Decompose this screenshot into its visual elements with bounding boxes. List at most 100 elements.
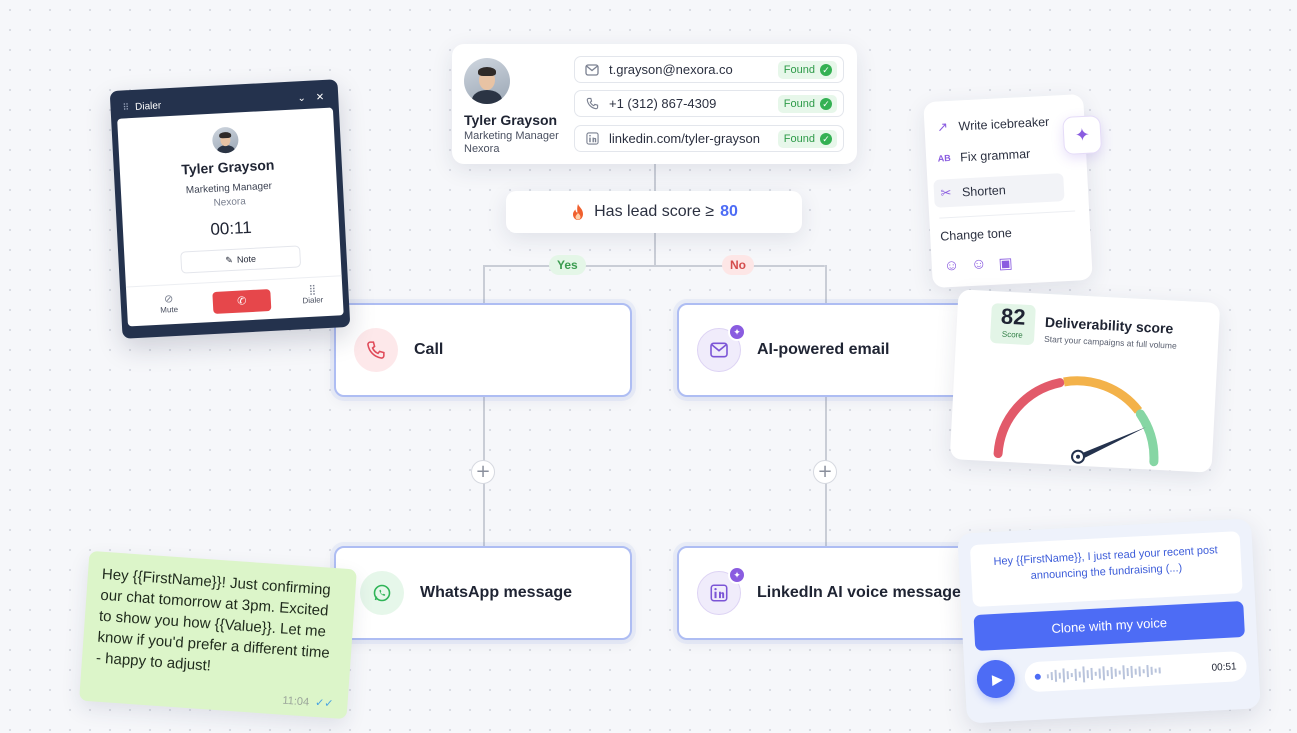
dialer-widget: ⠿ Dialer ⌄ ✕ Tyler Grayson Marketing Man… (109, 79, 351, 339)
dialer-title: Dialer (134, 99, 162, 113)
spellcheck-icon: AB (937, 152, 951, 164)
mute-label: Mute (160, 304, 179, 315)
gauge-needle (1078, 427, 1146, 461)
shorten-item[interactable]: ✂ Shorten (933, 173, 1065, 208)
smile-icon[interactable]: ☺ (943, 256, 960, 275)
connector-profile-to-condition (654, 164, 656, 191)
score-label: Score (1001, 329, 1024, 340)
write-icebreaker-item[interactable]: ↗ Write icebreaker (934, 114, 1050, 136)
play-button[interactable]: ▶ (975, 659, 1016, 699)
whatsapp-message-text: Hey {{FirstName}}! Just confirming our c… (95, 565, 332, 675)
mail-icon: ✦ (697, 323, 746, 372)
divider (939, 210, 1076, 219)
tone-options: ☺ ☺ ▣ (943, 254, 1013, 276)
score-box: 82 Score (989, 303, 1036, 346)
email-value: t.grayson@nexora.co (609, 62, 733, 77)
message-time: 11:04 ✓✓ (282, 694, 334, 711)
score-value: 82 (1000, 303, 1027, 330)
step-whatsapp[interactable]: WhatsApp message (334, 546, 632, 640)
sparkle-icon: ✦ (1074, 124, 1091, 145)
keypad-button[interactable]: ⣿ Dialer (292, 284, 333, 306)
connector-no-down (825, 265, 827, 303)
message-time-text: 11:04 (282, 694, 310, 709)
condition-value: 80 (720, 203, 738, 220)
clone-voice-button[interactable]: Clone with my voice (973, 600, 1246, 652)
deliverability-title: Deliverability score (1044, 313, 1174, 337)
step-whatsapp-label: WhatsApp message (420, 584, 573, 601)
linkedin-value: linkedin.com/tyler-grayson (609, 131, 761, 146)
audio-duration: 00:51 (1211, 660, 1237, 674)
change-tone-label: Change tone (939, 225, 1013, 244)
clone-voice-label: Clone with my voice (1051, 614, 1168, 637)
audio-waveform[interactable]: 00:51 (1024, 650, 1248, 693)
note-button[interactable]: ✎ Note (180, 245, 302, 274)
status-badge: Found (777, 130, 837, 148)
connector-yes-down (483, 265, 485, 303)
status-badge: Found (777, 95, 837, 113)
waveform-bars (1046, 665, 1161, 683)
email-row[interactable]: t.grayson@nexora.co Found (574, 56, 844, 83)
close-icon[interactable]: ✕ (315, 91, 325, 103)
status-badge: Found (777, 61, 837, 79)
mail-icon (585, 63, 599, 77)
drag-handle-icon[interactable]: ⠿ (122, 101, 130, 112)
connector-condition-down (654, 233, 656, 265)
avatar (464, 58, 510, 104)
gauge-arc-high (1135, 409, 1159, 467)
play-icon: ▶ (991, 670, 1004, 687)
scissors-icon: ✂ (940, 184, 952, 201)
contact-profile-card: Tyler Grayson Marketing Manager Nexora t… (452, 44, 857, 164)
gauge-arc-mid (1063, 376, 1143, 414)
step-linkedin-label: LinkedIn AI voice message (757, 584, 961, 601)
profile-title: Marketing Manager (464, 130, 559, 142)
linkedin-row[interactable]: linkedin.com/tyler-grayson Found (574, 125, 844, 152)
whatsapp-icon (360, 571, 404, 615)
profile-name: Tyler Grayson (464, 112, 558, 128)
fix-grammar-item[interactable]: AB Fix grammar (936, 146, 1031, 166)
hangup-button[interactable]: ✆ (212, 289, 272, 315)
branch-no-badge: No (722, 255, 754, 275)
voice-clone-card: Hey {{FirstName}}, I just read your rece… (957, 518, 1261, 724)
linkedin-icon: ✦ (697, 566, 746, 615)
ai-writing-menu: ↗ Write icebreaker AB Fix grammar ✂ Shor… (923, 93, 1103, 289)
phone-row[interactable]: +1 (312) 867-4309 Found (574, 90, 844, 117)
briefcase-icon[interactable]: ▣ (998, 254, 1014, 273)
lead-score-condition[interactable]: Has lead score ≥ 80 (506, 191, 802, 233)
step-call-label: Call (414, 341, 444, 358)
phone-icon (354, 328, 398, 372)
voice-message-text: Hey {{FirstName}}, I just read your rece… (993, 544, 1218, 583)
dialer-contact-name: Tyler Grayson (180, 156, 275, 178)
profile-company: Nexora (464, 143, 500, 155)
double-check-icon: ✓✓ (314, 696, 334, 711)
edit-icon: ✎ (225, 254, 234, 265)
note-label: Note (236, 253, 257, 265)
mic-off-icon: ⊘ (163, 293, 174, 306)
sparkle-icon: ✦ (728, 323, 746, 341)
add-step-right-button[interactable]: + (813, 460, 837, 484)
dialer-body: Tyler Grayson Marketing Manager Nexora 0… (117, 107, 344, 327)
mute-button[interactable]: ⊘ Mute (148, 291, 189, 315)
sparkle-icon: ✦ (728, 566, 746, 584)
phone-value: +1 (312) 867-4309 (609, 96, 717, 111)
happy-icon[interactable]: ☺ (970, 255, 987, 274)
deliverability-subtitle: Start your campaigns at full volume (1043, 333, 1177, 351)
fix-grammar-label: Fix grammar (959, 146, 1031, 165)
arrow-up-right-icon: ↗ (936, 119, 949, 135)
linkedin-icon (585, 132, 599, 146)
add-step-left-button[interactable]: + (471, 460, 495, 484)
step-call[interactable]: Call (334, 303, 632, 397)
shorten-label: Shorten (961, 183, 1007, 200)
step-ai-email[interactable]: ✦ AI-powered email (677, 303, 977, 397)
gauge-arc-low (993, 378, 1065, 459)
ai-sparkle-button[interactable]: ✦ (1062, 115, 1103, 156)
connector-branch-horizontal (484, 265, 825, 267)
audio-player: ▶ 00:51 (975, 647, 1248, 699)
playhead-dot (1034, 673, 1041, 680)
deliverability-gauge (993, 376, 1159, 467)
hangup-icon: ✆ (236, 295, 247, 308)
step-linkedin-voice[interactable]: ✦ LinkedIn AI voice message (677, 546, 977, 640)
change-tone-item[interactable]: Change tone (940, 226, 1012, 244)
voice-message-preview: Hey {{FirstName}}, I just read your rece… (969, 531, 1243, 608)
chevron-down-icon[interactable]: ⌄ (297, 92, 307, 104)
dialer-label: Dialer (302, 295, 324, 306)
